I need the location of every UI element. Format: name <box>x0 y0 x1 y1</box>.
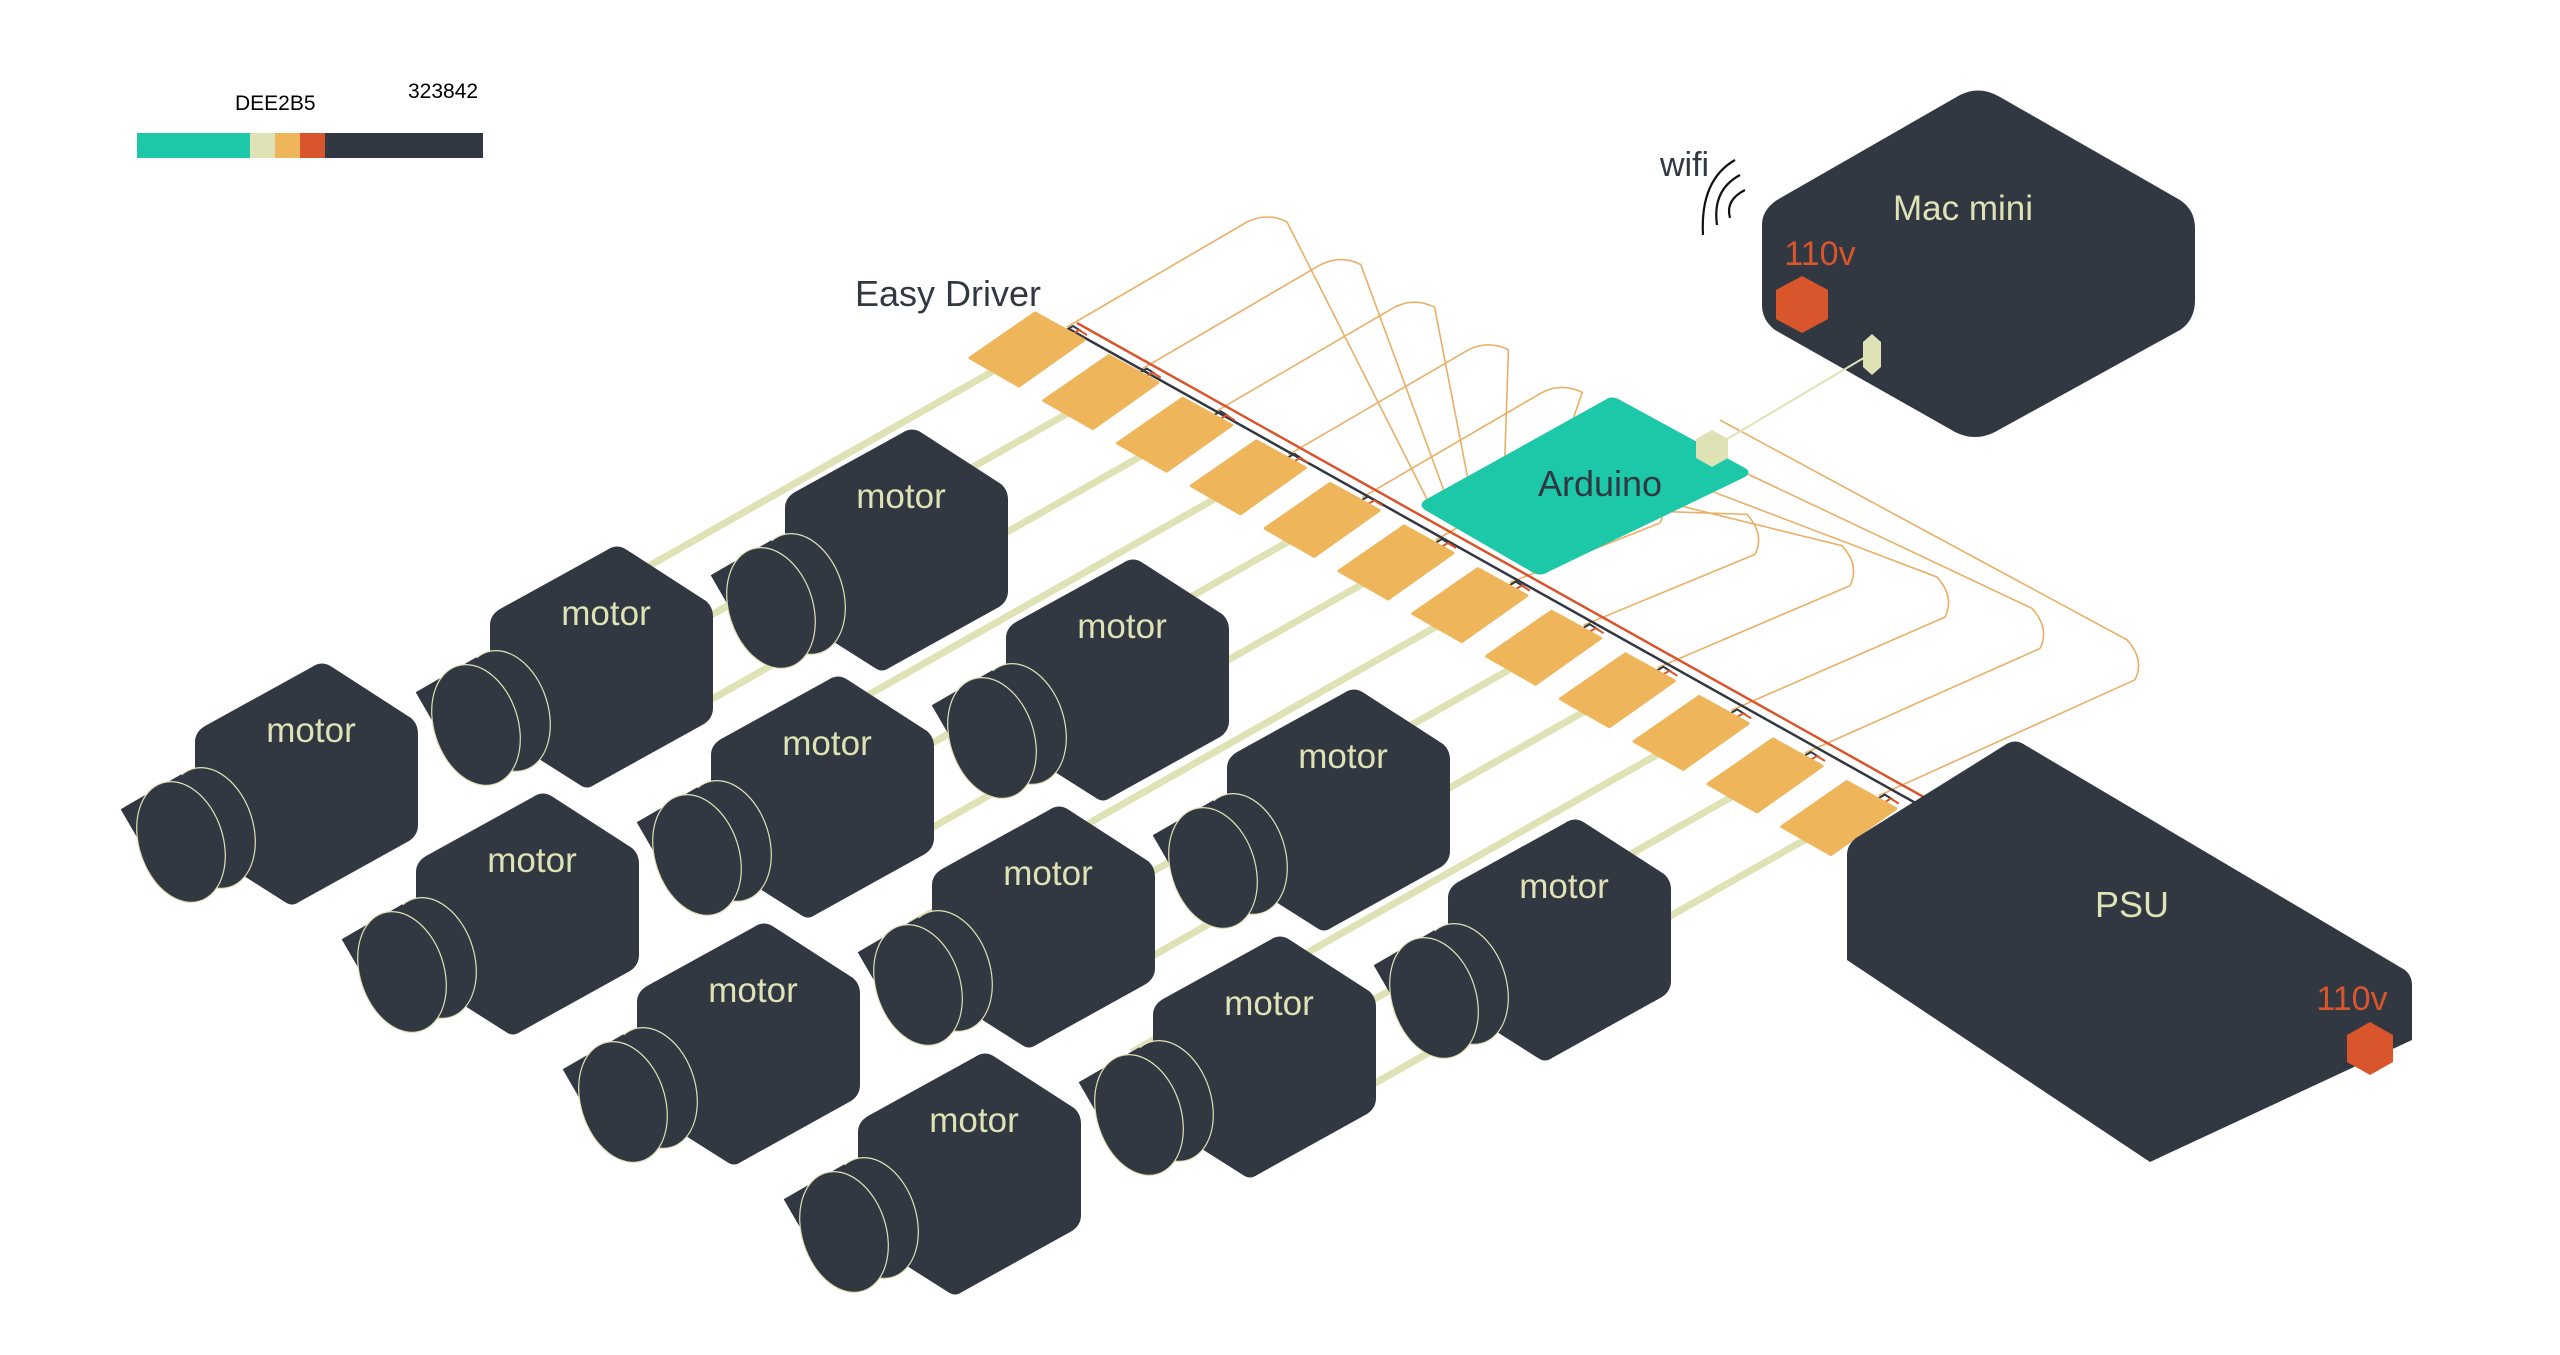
psu-title: PSU <box>2095 884 2169 925</box>
easy-driver-board[interactable] <box>1780 780 1898 857</box>
psu-body <box>1847 741 2412 1162</box>
motor-shaft-face <box>873 924 963 1046</box>
mac-mini-label: Mac mini <box>1893 189 2033 228</box>
control-wire <box>1679 441 2045 754</box>
easy-driver-board[interactable] <box>1042 354 1160 431</box>
easy-driver-board[interactable] <box>968 311 1086 388</box>
motor[interactable]: motor <box>562 923 860 1174</box>
motor-label: motor <box>929 1101 1019 1140</box>
control-wire <box>1639 463 1950 712</box>
usb-cable <box>1711 355 1868 449</box>
motor-shaft-face <box>1094 1054 1184 1176</box>
motor-shaft-face <box>1168 807 1258 929</box>
mac-mini-power-port-icon <box>1776 276 1828 333</box>
motor-label: motor <box>561 594 651 633</box>
power-bus-ground <box>1068 327 1938 817</box>
power-bus <box>1060 321 1946 817</box>
arduino-usb-port-icon <box>1696 430 1728 467</box>
control-wire <box>1287 344 1510 545</box>
motor[interactable]: motor <box>341 793 639 1044</box>
wifi-label: wifi <box>1659 146 1709 184</box>
swatch-red <box>300 133 325 158</box>
mac-mini[interactable]: Mac mini 110v <box>1762 90 2195 438</box>
swatch-cream <box>250 133 275 158</box>
swatch-dark <box>325 133 483 158</box>
motor-label: motor <box>1077 607 1167 646</box>
easy-driver-board[interactable] <box>1189 439 1307 516</box>
motor[interactable]: motor <box>931 559 1229 810</box>
palette-label-cream: DEE2B5 <box>235 92 316 115</box>
easy-driver-board[interactable] <box>1116 396 1234 473</box>
psu[interactable]: 110v PSU 110v <box>1847 741 2412 1163</box>
swatch-teal <box>137 133 250 158</box>
easy-driver-board[interactable] <box>1558 652 1676 729</box>
mac-mini-power-label: 110v <box>1784 235 1855 273</box>
motor-shaft-face <box>799 1171 889 1293</box>
motor-shaft-face <box>136 781 226 903</box>
easy-driver-array <box>968 311 1898 857</box>
easy-driver-board[interactable] <box>1485 609 1603 686</box>
control-wire <box>1140 258 1455 519</box>
motor[interactable]: motor <box>636 676 934 927</box>
swatch-orange <box>275 133 300 158</box>
motor-shaft-face <box>578 1041 668 1163</box>
psu-power-label: 110v <box>2316 980 2387 1018</box>
motor-shaft-face <box>431 664 521 786</box>
motor-label: motor <box>1003 854 1093 893</box>
easy-driver-board[interactable] <box>1706 737 1824 814</box>
motor-shaft-face <box>1389 937 1479 1059</box>
motor[interactable]: motor <box>120 663 418 914</box>
motor-label: motor <box>266 711 356 750</box>
power-bus-positive <box>1076 321 1946 811</box>
control-wire <box>1719 419 2140 797</box>
easy-driver-board[interactable] <box>1263 481 1381 558</box>
arduino-board <box>1421 397 1749 575</box>
motor[interactable]: motor <box>857 806 1155 1057</box>
easy-driver-board[interactable] <box>1337 524 1455 601</box>
color-palette-legend: DEE2B5 323842 <box>137 80 483 158</box>
motor[interactable]: motor <box>415 546 713 797</box>
palette-label-dark: 323842 <box>408 80 478 103</box>
mac-mini-usb-port-icon <box>1863 334 1881 375</box>
motor-shaft-face <box>947 677 1037 799</box>
wifi: wifi <box>1659 146 1746 236</box>
easy-driver-label: Easy Driver <box>855 273 1041 314</box>
arduino-label: Arduino <box>1538 463 1662 504</box>
motor-label: motor <box>1519 867 1609 906</box>
motor-label: motor <box>782 724 872 763</box>
psu-power-port-icon <box>2347 1022 2393 1075</box>
control-wire <box>1599 485 1855 669</box>
arduino[interactable]: Arduino <box>1421 397 1749 575</box>
wifi-icon <box>1701 159 1746 236</box>
motor-label: motor <box>1224 984 1314 1023</box>
motor-shaft-face <box>726 547 816 669</box>
motor-label: motor <box>1298 737 1388 776</box>
control-wire <box>1559 507 1760 626</box>
motor[interactable]: motor <box>1373 819 1671 1070</box>
motor-label: motor <box>856 477 946 516</box>
control-wire <box>1361 386 1584 558</box>
motor-shaft-face <box>357 911 447 1033</box>
motor-label: motor <box>487 841 577 880</box>
control-wire <box>1066 216 1431 506</box>
control-wire <box>1214 301 1479 532</box>
motor[interactable]: motor <box>1078 936 1376 1187</box>
motor[interactable]: motor <box>1152 689 1450 940</box>
motor-grid: motor motor motor motor motor motor motor motor… <box>120 429 1671 1304</box>
motor[interactable]: motor <box>710 429 1008 680</box>
motor[interactable]: motor <box>783 1053 1081 1304</box>
motor-label: motor <box>708 971 798 1010</box>
easy-driver-board[interactable] <box>1632 694 1750 771</box>
easy-driver-board[interactable] <box>1411 567 1529 644</box>
motor-shaft-face <box>652 794 742 916</box>
